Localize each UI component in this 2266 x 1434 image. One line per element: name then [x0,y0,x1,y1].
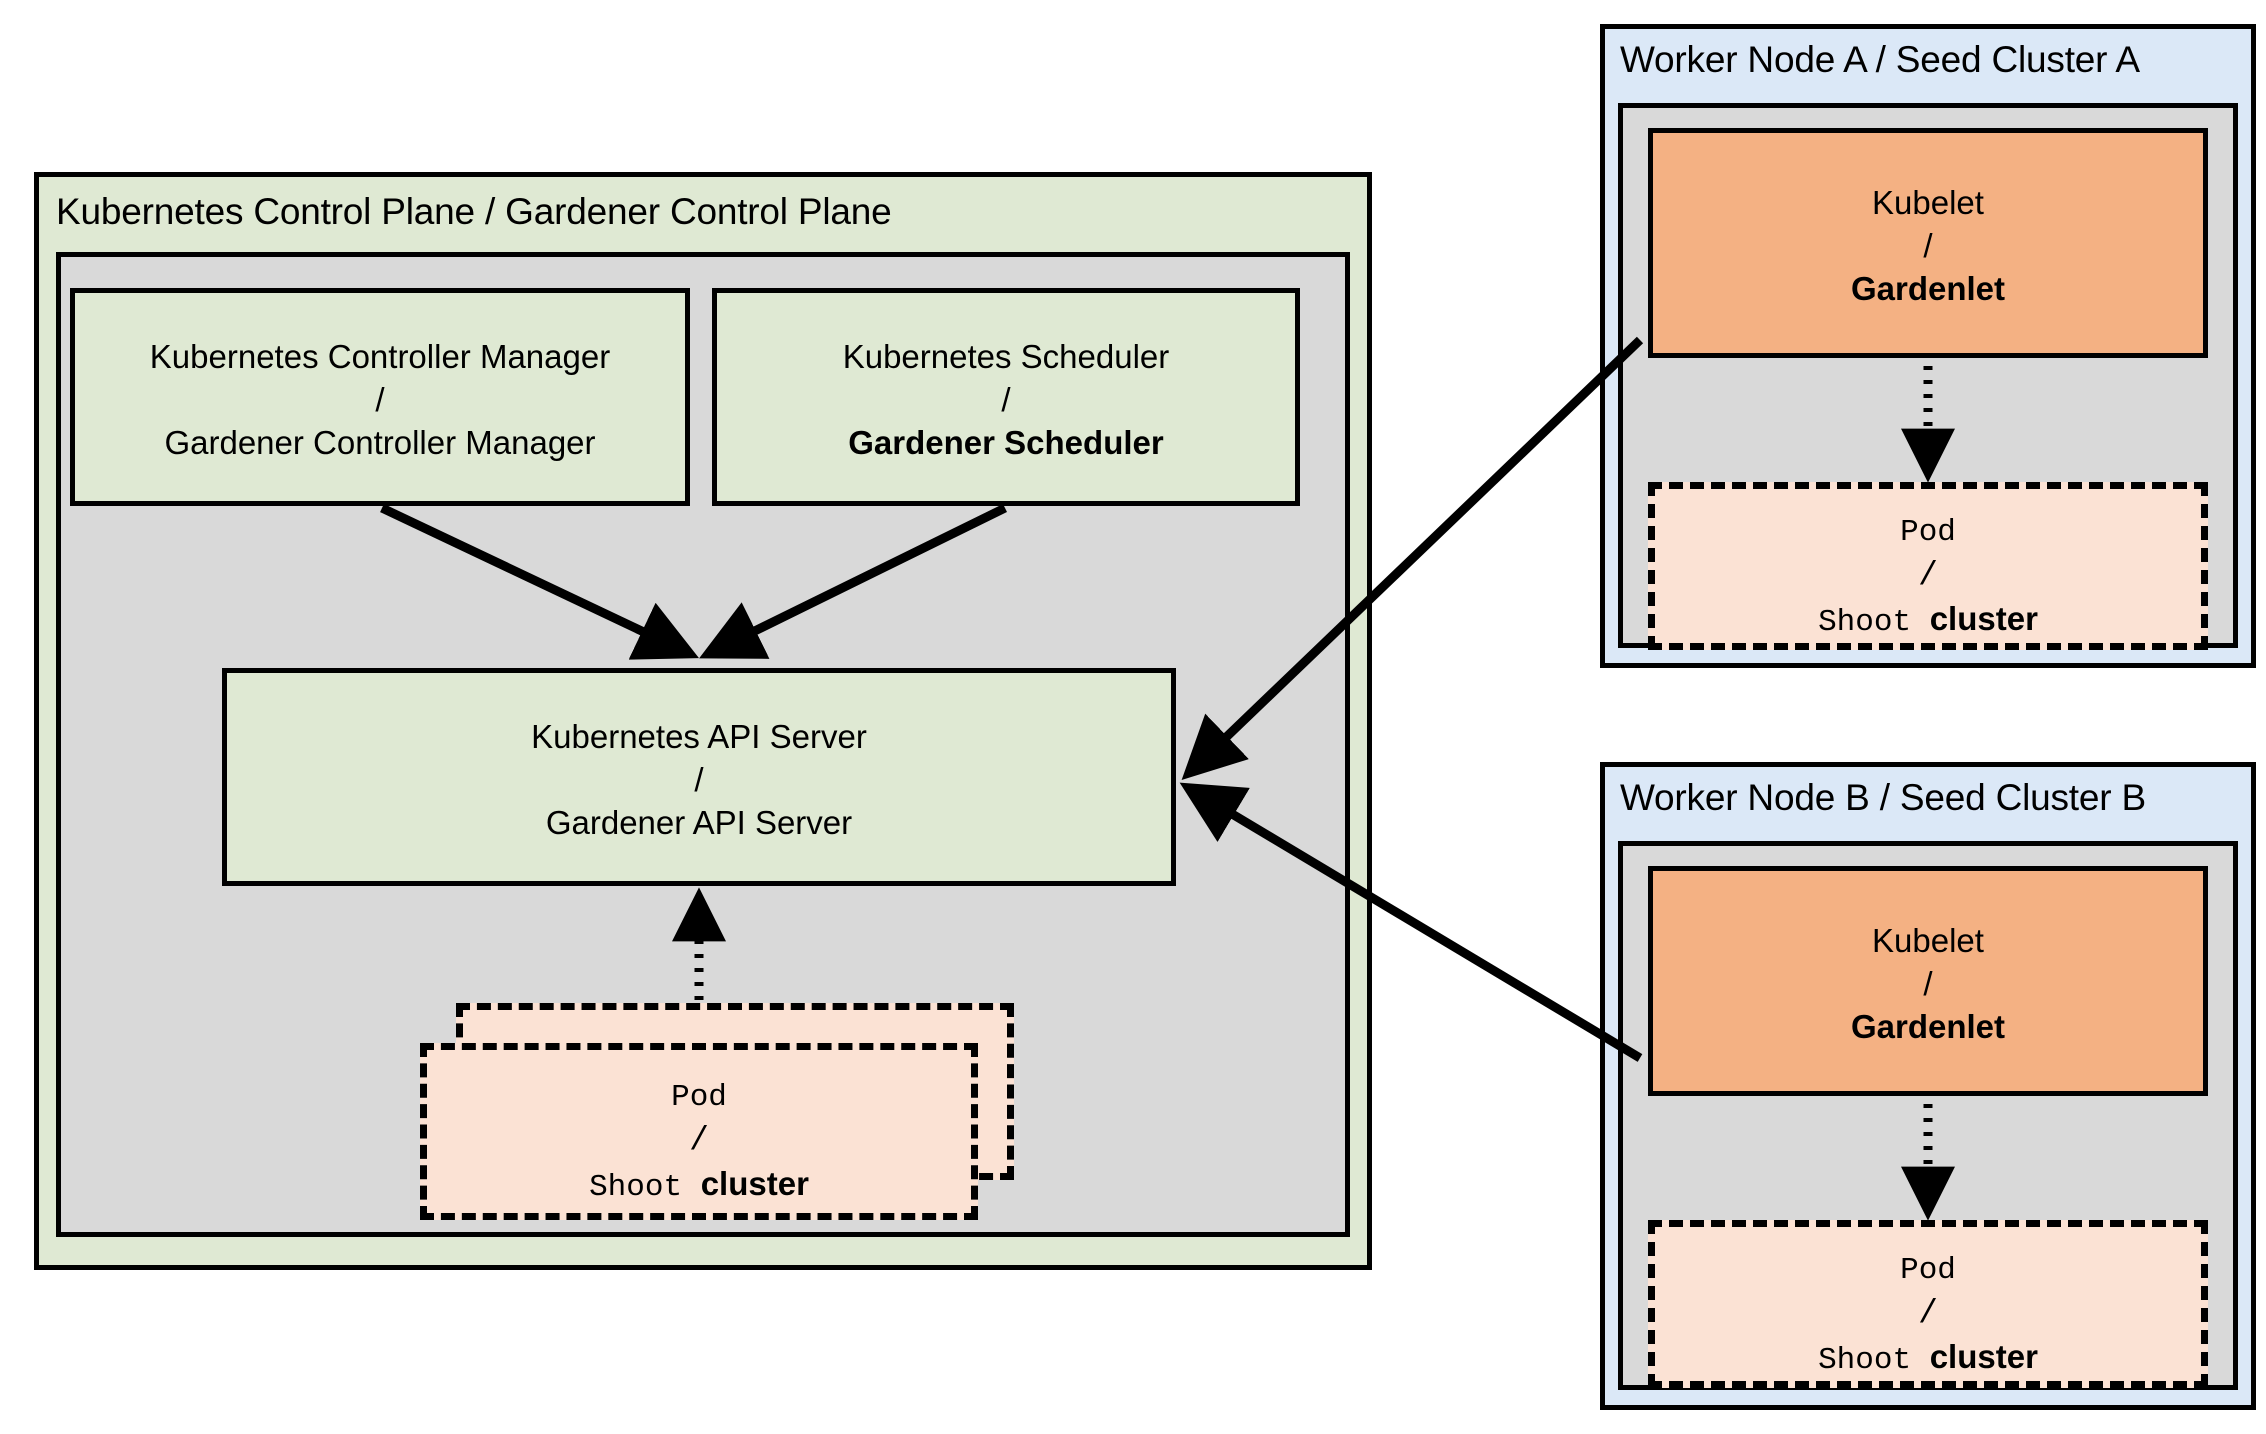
controller-manager-line2: Gardener Controller Manager [164,424,596,461]
seed-a-pod-line1: Pod [1900,515,1956,550]
api-server-line1: Kubernetes API Server [531,718,867,755]
controller-manager-box[interactable]: Kubernetes Controller Manager / Gardener… [70,288,690,506]
seed-cluster-b-title: Worker Node B / Seed Cluster B [1620,777,2146,818]
control-plane-title: Kubernetes Control Plane / Gardener Cont… [56,191,892,232]
seed-a-pod-cluster: cluster [1929,600,2038,637]
seed-a-agent-line1: Kubelet [1872,184,1984,221]
seed-b-pod-line1: Pod [1900,1253,1956,1288]
seed-cluster-a-title: Worker Node A / Seed Cluster A [1620,39,2140,80]
control-plane-pod-line1: Pod [671,1080,727,1115]
seed-cluster-a-pod-box[interactable]: Pod / Shoot cluster [1648,482,2208,650]
seed-b-pod-separator: / [1918,1295,1938,1332]
controller-manager-line1: Kubernetes Controller Manager [149,338,611,375]
api-server-line2: Gardener API Server [545,804,853,841]
seed-b-agent-line1: Kubelet [1872,922,1984,959]
api-server-box[interactable]: Kubernetes API Server / Gardener API Ser… [222,668,1176,886]
control-plane-pod-line2: Shoot cluster [427,1162,971,1209]
controller-manager-separator: / [375,381,385,418]
seed-cluster-b-gardenlet-box[interactable]: Kubelet / Gardenlet [1648,866,2208,1096]
seed-a-agent-separator: / [1923,227,1933,264]
seed-cluster-b-pod-box[interactable]: Pod / Shoot cluster [1648,1220,2208,1388]
seed-b-pod-cluster: cluster [1929,1338,2038,1375]
control-plane-pod-shoot: Shoot [589,1170,701,1205]
seed-a-agent-line2: Gardenlet [1850,270,2006,307]
scheduler-box[interactable]: Kubernetes Scheduler / Gardener Schedule… [712,288,1300,506]
api-server-separator: / [694,761,704,798]
control-plane-pod-box[interactable]: Pod / Shoot cluster [420,1043,978,1220]
scheduler-line2: Gardener Scheduler [848,424,1164,461]
seed-b-agent-separator: / [1923,965,1933,1002]
seed-a-pod-separator: / [1918,557,1938,594]
scheduler-line1: Kubernetes Scheduler [842,338,1170,375]
seed-b-agent-line2: Gardenlet [1850,1008,2006,1045]
control-plane-pod-cluster: cluster [700,1165,809,1202]
control-plane-pod-separator: / [689,1122,709,1159]
seed-a-pod-shoot: Shoot [1818,605,1930,640]
seed-cluster-a-gardenlet-box[interactable]: Kubelet / Gardenlet [1648,128,2208,358]
seed-b-pod-line2: Shoot cluster [1655,1335,2201,1382]
seed-a-pod-line2: Shoot cluster [1655,597,2201,644]
scheduler-separator: / [1001,381,1011,418]
seed-b-pod-shoot: Shoot [1818,1343,1930,1378]
